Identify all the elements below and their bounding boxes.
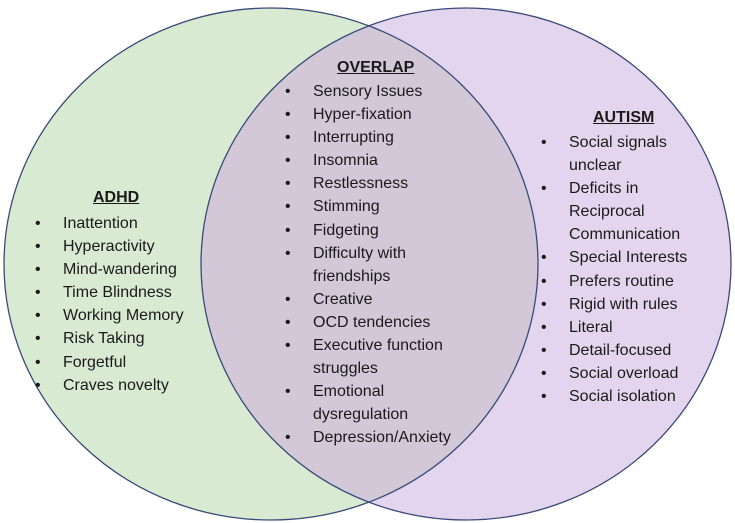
overlap-list-item: Insomnia [285,149,480,172]
overlap-list-item: Depression/Anxiety [285,426,480,449]
autism-heading: AUTISM [593,109,655,126]
adhd-list-item: Risk Taking [35,327,215,350]
overlap-list-item: Creative [285,288,480,311]
adhd-list: InattentionHyperactivityMind-wanderingTi… [35,212,215,397]
overlap-list-item: Emotional dysregulation [285,380,480,426]
adhd-list-item: Mind-wandering [35,258,215,281]
autism-list-item: Special Interests [541,246,711,269]
autism-list-item: Social signals unclear [541,131,711,177]
adhd-heading: ADHD [93,189,140,206]
overlap-heading: OVERLAP [337,59,415,76]
autism-list-item: Detail-focused [541,339,711,362]
overlap-list-item: Restlessness [285,172,480,195]
autism-list: Social signals unclearDeficits in Recipr… [541,131,711,408]
adhd-circle-outline [3,7,539,521]
overlap-list-item: Stimming [285,195,480,218]
overlap-list: Sensory IssuesHyper-fixationInterrupting… [285,80,480,450]
adhd-list-item: Craves novelty [35,374,215,397]
adhd-list-item: Time Blindness [35,281,215,304]
autism-list-item: Deficits in Reciprocal Communication [541,177,711,246]
autism-list-item: Social isolation [541,385,711,408]
autism-list-item: Social overload [541,362,711,385]
adhd-list-item: Hyperactivity [35,235,215,258]
adhd-list-item: Forgetful [35,351,215,374]
overlap-list-item: Fidgeting [285,219,480,242]
adhd-list-item: Working Memory [35,304,215,327]
adhd-list-item: Inattention [35,212,215,235]
autism-list-item: Rigid with rules [541,293,711,316]
overlap-list-item: Hyper-fixation [285,103,480,126]
overlap-list-item: Sensory Issues [285,80,480,103]
overlap-list-item: OCD tendencies [285,311,480,334]
autism-list-item: Prefers routine [541,270,711,293]
overlap-list-item: Executive function struggles [285,334,480,380]
autism-list-item: Literal [541,316,711,339]
overlap-list-item: Interrupting [285,126,480,149]
overlap-list-item: Difficulty with friendships [285,242,480,288]
